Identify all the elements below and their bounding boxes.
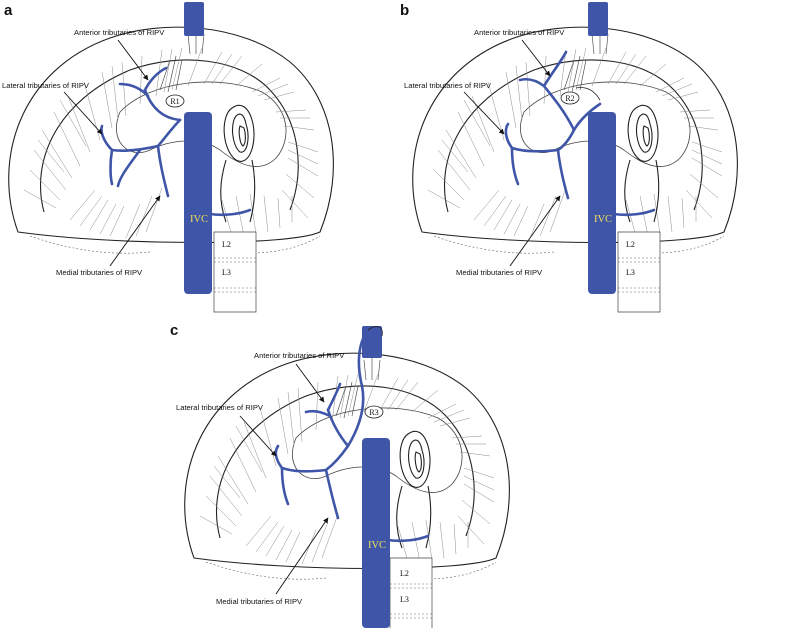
medial-arrow: [109, 195, 161, 267]
l3-label: L3: [222, 268, 231, 277]
panel-letter: b: [400, 2, 409, 19]
panel-c: c R3 IVC L2 L3 Anterior tributaries of R…: [170, 322, 510, 628]
anterior-arrow: [295, 363, 325, 403]
medial-arrow: [275, 517, 329, 595]
l3-label: L3: [400, 595, 409, 604]
r-circle: [165, 94, 185, 108]
medial-tributaries-label: Medial tributaries of RIPV: [216, 597, 303, 606]
medial-arrow: [509, 195, 561, 267]
renal-vein: [208, 208, 252, 217]
r-circle-label: R3: [369, 408, 378, 417]
lateral-tributaries-label: Lateral tributaries of RIPV: [176, 403, 264, 412]
l2-label: L2: [222, 240, 231, 249]
anterior-tributaries-label: Anterior tributaries of RIPV: [254, 351, 345, 360]
r-circle: [364, 405, 384, 419]
ivc-vessel: [588, 112, 616, 294]
renal-vein: [386, 534, 430, 543]
lateral-arrow: [463, 91, 505, 135]
panel-letter: a: [4, 2, 13, 19]
ivc-vessel: [362, 438, 390, 628]
r-circle: [560, 91, 580, 105]
lateral-arrow: [239, 415, 277, 457]
ripv-tributaries: [100, 66, 182, 198]
upper-vena-cava: [362, 326, 382, 358]
anterior-tributaries-label: Anterior tributaries of RIPV: [74, 28, 165, 37]
upper-vena-cava: [588, 2, 608, 36]
anterior-arrow: [117, 39, 149, 81]
ivc-vessel: [184, 112, 212, 294]
ivc-label: IVC: [368, 540, 386, 551]
ripv-tributaries: [504, 50, 602, 200]
anterior-tributaries-label: Anterior tributaries of RIPV: [474, 28, 565, 37]
panel-a: a R1 IVC L2 L3 Anterior tributaries of R…: [2, 2, 334, 313]
l2-label: L2: [400, 569, 409, 578]
lateral-arrow: [63, 91, 103, 135]
diaphragm-illustration: [184, 352, 510, 628]
lateral-tributaries-label: Lateral tributaries of RIPV: [2, 81, 90, 90]
medial-tributaries-label: Medial tributaries of RIPV: [56, 268, 143, 277]
r-circle-label: R2: [565, 94, 574, 103]
ivc-label: IVC: [594, 214, 612, 225]
r-circle-label: R1: [170, 97, 179, 106]
l3-label: L3: [626, 268, 635, 277]
upper-vena-cava: [184, 2, 204, 36]
ivc-label: IVC: [190, 214, 208, 225]
renal-vein: [612, 208, 656, 217]
medial-tributaries-label: Medial tributaries of RIPV: [456, 268, 543, 277]
l2-label: L2: [626, 240, 635, 249]
lateral-tributaries-label: Lateral tributaries of RIPV: [404, 81, 492, 90]
anterior-arrow: [521, 39, 551, 77]
panel-b: b R2 IVC L2 L3 Anterior tributaries of R…: [400, 2, 738, 313]
panel-letter: c: [170, 322, 178, 339]
